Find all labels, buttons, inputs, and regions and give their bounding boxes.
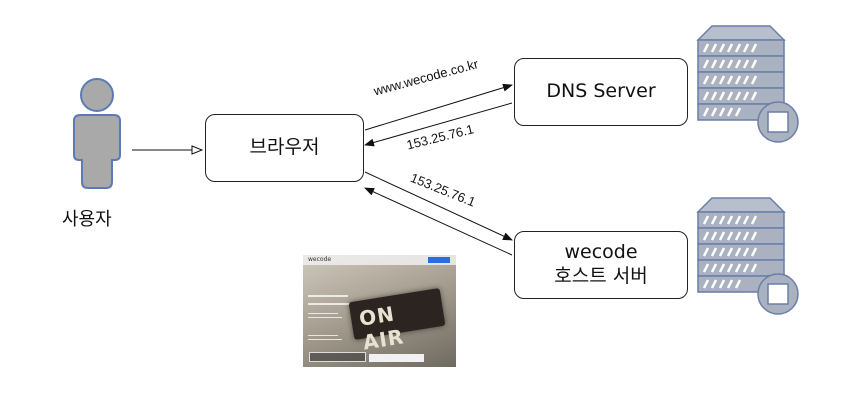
browser-node: 브라우저 (205, 114, 364, 182)
user-label: 사용자 (62, 209, 112, 230)
thumbnail-header-button (428, 257, 450, 263)
host-server-node-label-line2: 호스트 서버 (554, 265, 648, 287)
browser-to-host-arrow (364, 171, 513, 241)
thumbnail-text-line (308, 317, 342, 318)
thumbnail-text-line (308, 313, 338, 314)
thumbnail-button-right (369, 354, 424, 362)
host-to-browser-arrow (364, 187, 513, 256)
on-air-sign: ON AIR (348, 288, 446, 355)
on-air-sign-text: ON AIR (357, 301, 406, 355)
dns-to-browser-arrow (364, 102, 513, 147)
dns-server-node-label: DNS Server (546, 80, 656, 103)
thumbnail-text-line (308, 303, 356, 305)
user-icon (73, 78, 121, 189)
thumbnail-button-left (309, 352, 366, 362)
dns-server-rack-icon (696, 25, 799, 143)
browser-to-dns-arrow (364, 83, 513, 131)
thumbnail-text-line (308, 339, 342, 340)
thumbnail-brand: wecode (308, 256, 332, 263)
thumbnail-text-line (308, 335, 338, 336)
thumbnail-header-bar (303, 255, 456, 265)
host-server-node-label-line1: wecode (564, 241, 638, 264)
thumbnail-text-line (308, 295, 348, 297)
website-thumbnail: wecode ON AIR (303, 255, 456, 367)
dns-server-node: DNS Server (514, 58, 688, 126)
browser-node-label: 브라우저 (249, 136, 320, 159)
host-server-rack-icon (696, 197, 799, 315)
host-server-node: wecode 호스트 서버 (514, 231, 688, 299)
